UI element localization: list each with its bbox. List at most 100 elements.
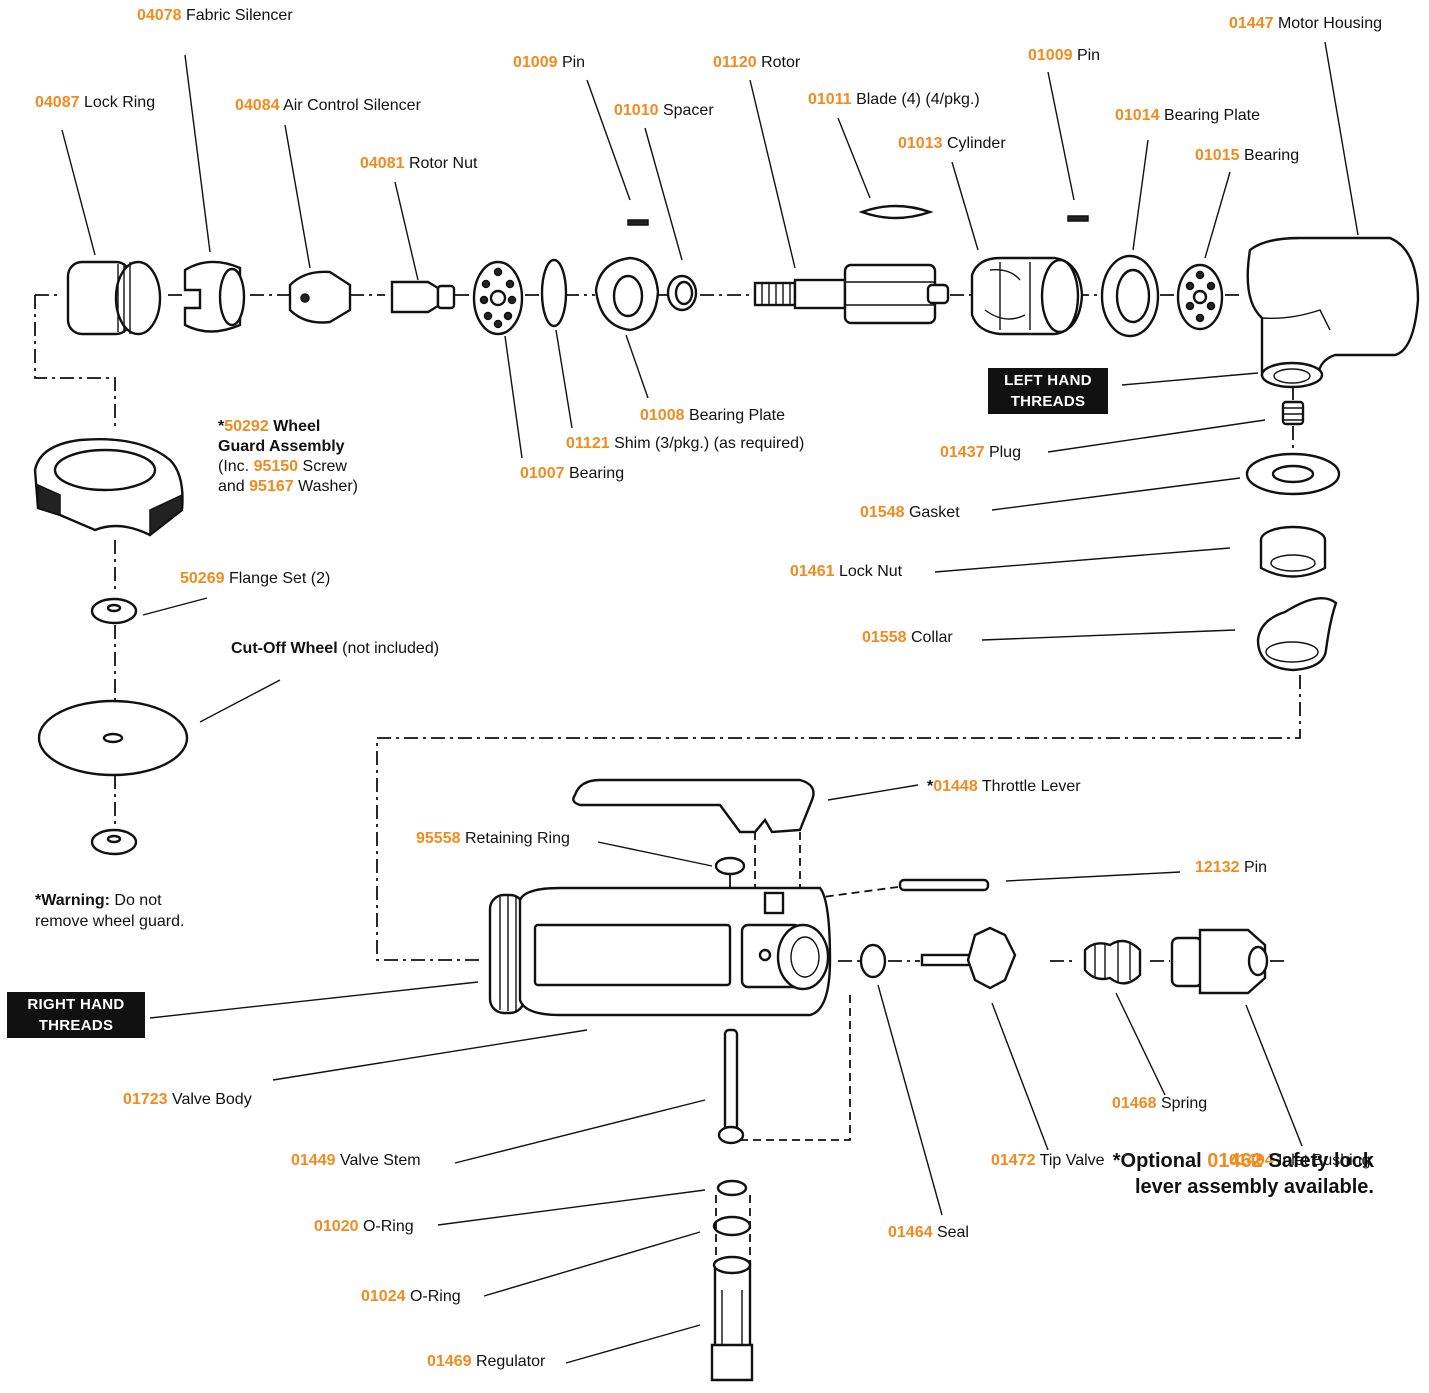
lock-ring-part <box>66 260 162 336</box>
part-name: Inlet Bushing <box>1277 1152 1371 1169</box>
part-number: 01024 <box>361 1288 406 1305</box>
bearing-plate-right-part <box>1100 254 1160 338</box>
pin-right-part <box>1067 215 1089 222</box>
label-flange-set: 50269 Flange Set (2) <box>180 569 330 589</box>
label-blade: 01011 Blade (4) (4/pkg.) <box>808 90 980 110</box>
label-pin-right: 01009 Pin <box>1028 46 1100 66</box>
label-oring-01020: 01020 O-Ring <box>314 1217 414 1237</box>
part-number: 50292 <box>224 418 269 435</box>
part-name: Pin <box>1076 47 1101 64</box>
part-number: 01120 <box>713 54 757 71</box>
label-bearing-plate-left: 01008 Bearing Plate <box>640 406 785 426</box>
blade-part <box>858 204 934 220</box>
part-number: 01015 <box>1195 147 1240 164</box>
inc-text: (Inc. <box>218 458 250 475</box>
part-number: 01461 <box>790 563 835 580</box>
valve-stem-part <box>717 1028 745 1145</box>
label-rotor: 01120 Rotor <box>713 53 800 73</box>
label-valve-body: 01723 Valve Body <box>123 1090 252 1110</box>
warning-bold: *Warning: <box>35 892 110 909</box>
part-number: 01007 <box>520 465 565 482</box>
asterisk: * <box>927 778 934 795</box>
bearing-left-part <box>472 260 524 336</box>
part-name: Lock Nut <box>838 563 903 580</box>
motor-housing-part <box>1246 236 1420 389</box>
label-lock-ring: 04087 Lock Ring <box>35 93 155 113</box>
part-number: 01020 <box>314 1218 359 1235</box>
part-name: Valve Body <box>171 1091 252 1108</box>
label-spacer: 01010 Spacer <box>614 101 714 121</box>
wheel-guard-part <box>33 438 184 537</box>
part-number: 01548 <box>860 504 905 521</box>
flange-bottom-part <box>90 828 138 856</box>
part-name: Bearing <box>1243 147 1300 164</box>
part-name: Gasket <box>908 504 960 521</box>
label-spring: 01468 Spring <box>1112 1094 1207 1114</box>
label-oring-01024: 01024 O-Ring <box>361 1287 461 1307</box>
part-note: (not included) <box>342 640 440 657</box>
badge-line-1: LEFT HAND <box>1004 372 1092 389</box>
bearing-right-part <box>1176 263 1224 331</box>
washer-part-number: 95167 <box>249 478 294 495</box>
badge-line-2: THREADS <box>1010 393 1086 410</box>
part-name: Bearing Plate <box>688 407 786 424</box>
collar-part <box>1256 596 1338 672</box>
wheel-guard-warning: *Warning: Do not remove wheel guard. <box>35 890 184 932</box>
inlet-bushing-part <box>1170 928 1269 995</box>
badge-line-2: THREADS <box>38 1017 114 1034</box>
valve-body-part <box>488 886 832 1017</box>
part-number: 01121 <box>566 435 610 452</box>
part-number: 01447 <box>1229 15 1274 32</box>
fabric-silencer-part <box>183 260 246 333</box>
bearing-plate-left-part <box>594 256 660 332</box>
tip-valve-part <box>920 926 1017 990</box>
part-name: Spring <box>1160 1095 1208 1112</box>
label-collar: 01558 Collar <box>862 628 953 648</box>
pin-12132-part <box>898 878 990 892</box>
part-name: Cut-Off Wheel <box>231 640 338 657</box>
part-name: Lock Ring <box>83 94 156 111</box>
gasket-part <box>1245 452 1341 496</box>
cutoff-wheel-part <box>37 699 189 777</box>
part-name: Pin <box>561 54 586 71</box>
part-number: 01449 <box>291 1152 336 1169</box>
label-plug: 01437 Plug <box>940 443 1021 463</box>
part-name: Collar <box>910 629 953 646</box>
label-valve-stem: 01449 Valve Stem <box>291 1151 421 1171</box>
part-name-line-2: Guard Assembly <box>218 438 345 455</box>
part-name: Flange Set (2) <box>228 570 331 587</box>
part-name: Spacer <box>662 102 714 119</box>
optional-safety-lock-footnote: *Optional 01462 Safety lock lever assemb… <box>1113 1148 1374 1200</box>
part-name: Shim (3/pkg.) (as required) <box>614 435 805 452</box>
screw-part-number: 95150 <box>253 458 299 475</box>
spring-part <box>1083 939 1142 985</box>
label-motor-housing: 01447 Motor Housing <box>1229 14 1382 34</box>
throttle-lever-part <box>572 778 815 834</box>
part-name: Wheel <box>273 418 321 435</box>
leader-lines <box>61 41 1359 1364</box>
part-number: 01011 <box>808 91 852 108</box>
part-name: Motor Housing <box>1277 15 1382 32</box>
warning-line-2: remove wheel guard. <box>35 913 185 930</box>
footnote-line-2: lever assembly available. <box>1134 1176 1374 1198</box>
air-control-silencer-part <box>288 270 352 324</box>
and-text: and <box>218 478 245 495</box>
label-bearing-left: 01007 Bearing <box>520 464 624 484</box>
part-number: 04084 <box>235 97 280 114</box>
label-fabric-silencer: 04078 Fabric Silencer <box>137 6 293 26</box>
part-name: Bearing Plate <box>1163 107 1261 124</box>
part-number: 01468 <box>1112 1095 1157 1112</box>
part-name: Seal <box>936 1224 969 1241</box>
label-shim: 01121 Shim (3/pkg.) (as required) <box>566 434 804 454</box>
part-name: O-Ring <box>409 1288 461 1305</box>
part-number: 01472 <box>991 1152 1036 1169</box>
washer-text: Washer) <box>298 478 358 495</box>
part-name: O-Ring <box>362 1218 414 1235</box>
oring-01024-part <box>712 1215 752 1237</box>
part-number: 01462 <box>1207 1150 1263 1172</box>
part-number: 12132 <box>1195 859 1240 876</box>
label-seal: 01464 Seal <box>888 1223 969 1243</box>
label-inlet-bushing: 01494 Inlet Bushing <box>1229 1151 1370 1171</box>
label-lock-nut: 01461 Lock Nut <box>790 562 902 582</box>
